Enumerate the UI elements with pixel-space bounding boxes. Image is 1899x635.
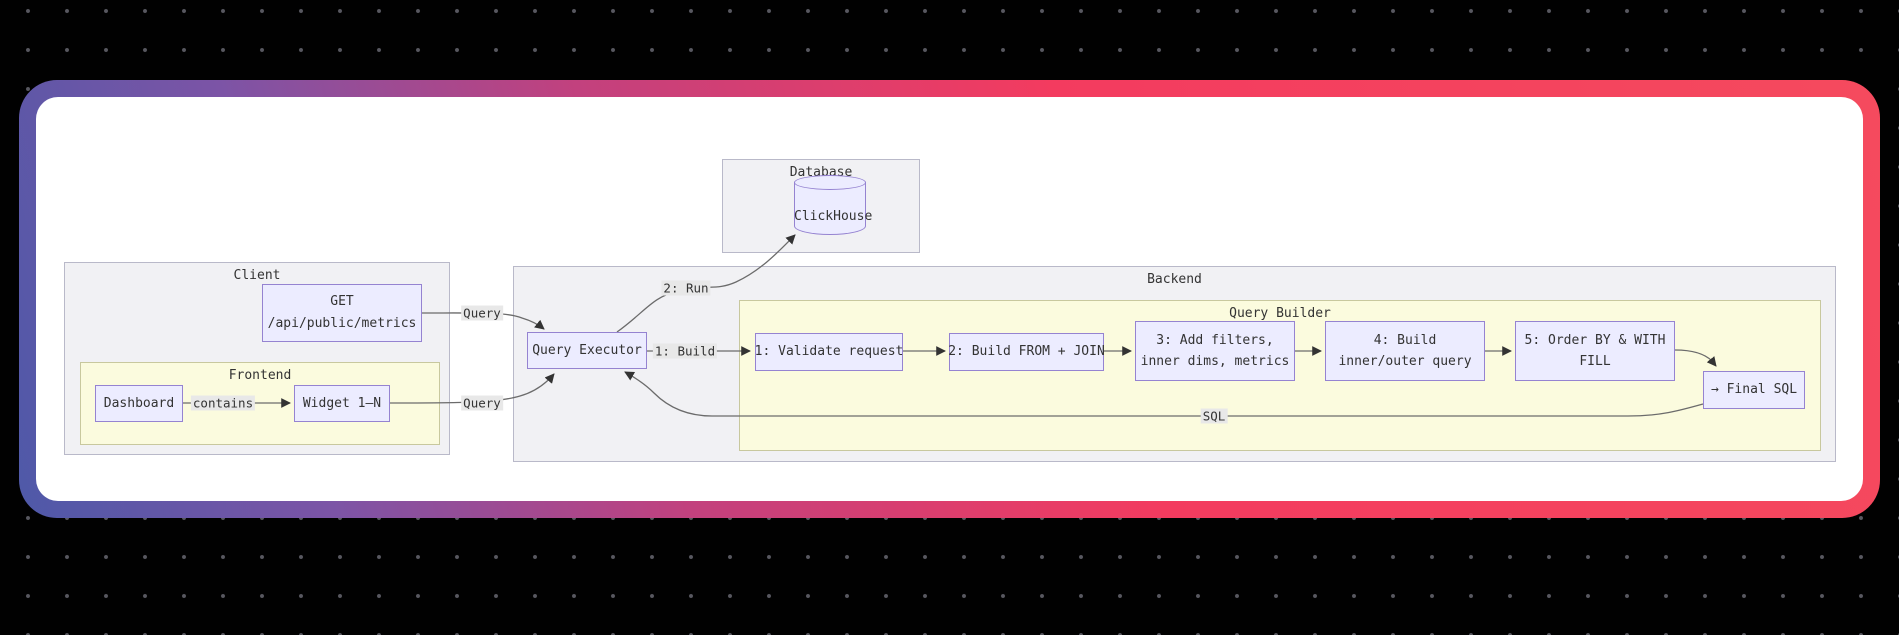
edge-finalsql-to-executor	[624, 371, 1704, 417]
edge-label-contains: contains	[190, 395, 256, 411]
node-step4-line2: inner/outer query	[1338, 354, 1472, 369]
node-clickhouse: ClickHouse	[794, 175, 873, 235]
node-get-endpoint-line2: /api/public/metrics	[267, 316, 417, 331]
node-clickhouse-label: ClickHouse	[794, 209, 873, 224]
node-step3-line2: inner dims, metrics	[1140, 354, 1290, 369]
node-step2-label: 2: Build FROM + JOIN	[948, 344, 1105, 359]
cluster-frontend-title: Frontend	[228, 368, 292, 383]
node-dashboard: Dashboard	[95, 385, 183, 422]
node-step5-line2: FILL	[1579, 354, 1611, 369]
node-widget: Widget 1–N	[294, 385, 390, 422]
node-step4-line1: 4: Build	[1373, 333, 1437, 348]
cluster-query-builder-title: Query Builder	[1229, 306, 1331, 321]
node-get-endpoint: GET /api/public/metrics	[262, 284, 422, 342]
node-step3-line1: 3: Add filters,	[1156, 333, 1274, 348]
edge-step5-to-finalsql	[1674, 349, 1717, 367]
node-step1-label: 1: Validate request	[754, 344, 904, 359]
edge-label-build: 1: Build	[652, 343, 718, 359]
edge-widget-to-executor	[389, 373, 555, 404]
cluster-client-title: Client	[233, 268, 281, 283]
node-widget-label: Widget 1–N	[302, 395, 382, 411]
node-query-executor: Query Executor	[527, 332, 647, 369]
node-step5-order-by-with-fill: 5: Order BY & WITH FILL	[1515, 321, 1675, 381]
node-get-endpoint-line1: GET	[330, 294, 354, 309]
node-final-sql: → Final SQL	[1703, 371, 1805, 409]
node-dashboard-label: Dashboard	[103, 395, 175, 411]
clickhouse-cylinder-top	[794, 175, 866, 190]
cluster-backend-title: Backend	[1147, 272, 1202, 287]
edge-label-query-get: Query	[461, 305, 503, 321]
node-step4-build-inner-outer: 4: Build inner/outer query	[1325, 321, 1485, 381]
node-query-executor-label: Query Executor	[532, 342, 642, 358]
edge-label-query-widget: Query	[461, 395, 503, 411]
node-step2-build-from-join: 2: Build FROM + JOIN	[948, 333, 1105, 371]
edge-label-sql: SQL	[1200, 408, 1228, 424]
edge-label-run: 2: Run	[661, 280, 711, 296]
node-step5-line1: 5: Order BY & WITH	[1524, 333, 1666, 348]
edge-get-to-executor	[421, 312, 545, 330]
clickhouse-cylinder-body	[794, 182, 866, 235]
node-final-sql-label: → Final SQL	[1710, 382, 1798, 397]
node-step3-add-filters: 3: Add filters, inner dims, metrics	[1135, 321, 1295, 381]
node-step1-validate-request: 1: Validate request	[755, 333, 903, 371]
